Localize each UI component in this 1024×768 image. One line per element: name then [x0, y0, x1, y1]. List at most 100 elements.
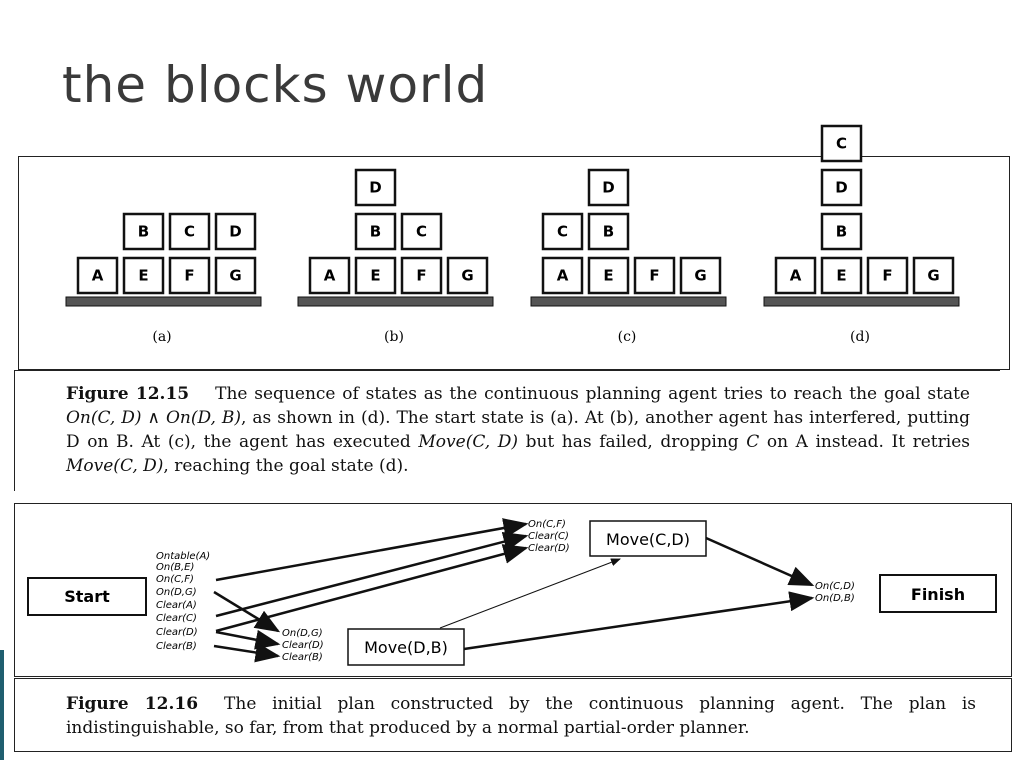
move-d-b-node — [347, 628, 465, 666]
block-label: D — [369, 179, 381, 197]
block-f — [168, 256, 211, 295]
start-effect: Ontable(A) — [156, 551, 210, 562]
block-label: B — [138, 223, 149, 241]
block-label: F — [649, 267, 659, 285]
block-b — [820, 212, 863, 251]
block-g — [214, 256, 257, 295]
table-surface — [65, 296, 262, 307]
block-d — [214, 212, 257, 251]
block-label: G — [694, 267, 706, 285]
move-d-b-precondition: Clear(B) — [282, 652, 323, 663]
block-d — [587, 168, 630, 207]
table-surface — [763, 296, 960, 307]
block-d — [820, 168, 863, 207]
block-label: D — [602, 179, 614, 197]
block-label: G — [461, 267, 473, 285]
move-d-b-precondition: Clear(D) — [282, 640, 324, 651]
ordering-constraint-arrow — [439, 558, 621, 629]
start-effect: Clear(C) — [156, 613, 197, 624]
block-e — [122, 256, 165, 295]
block-label: C — [184, 223, 195, 241]
move-c-d-precondition: Clear(D) — [528, 543, 570, 554]
block-label: C — [557, 223, 568, 241]
slide-title: the blocks world — [62, 56, 489, 114]
block-b — [122, 212, 165, 251]
block-label: E — [370, 267, 380, 285]
start-effect: Clear(B) — [156, 641, 197, 652]
finish-node-label: Finish — [911, 585, 965, 604]
block-label: F — [882, 267, 892, 285]
block-c — [168, 212, 211, 251]
block-label: G — [927, 267, 939, 285]
finish-node — [879, 574, 997, 613]
block-b — [354, 212, 397, 251]
block-label: C — [416, 223, 427, 241]
block-a — [308, 256, 351, 295]
block-label: B — [603, 223, 614, 241]
block-label: B — [836, 223, 847, 241]
block-g — [912, 256, 955, 295]
block-c — [400, 212, 443, 251]
panel-label: (c) — [618, 329, 637, 345]
start-effect: On(D,G) — [156, 587, 197, 598]
block-label: G — [229, 267, 241, 285]
block-e — [354, 256, 397, 295]
figure-number: Figure 12.16 — [66, 694, 199, 714]
figure-number: Figure 12.15 — [66, 384, 190, 404]
causal-link-arrow — [463, 591, 815, 651]
move-d-b-label: Move(D,B) — [364, 638, 448, 657]
start-node — [27, 577, 147, 616]
block-label: F — [184, 267, 194, 285]
move-c-d-precondition: Clear(C) — [528, 531, 569, 542]
block-e — [820, 256, 863, 295]
block-label: A — [324, 267, 336, 285]
block-label: D — [835, 179, 847, 197]
block-label: B — [370, 223, 381, 241]
panel-label: (b) — [384, 329, 404, 345]
block-label: E — [603, 267, 613, 285]
block-label: A — [557, 267, 569, 285]
causal-link-arrow — [215, 531, 529, 618]
block-d — [354, 168, 397, 207]
table-surface — [297, 296, 494, 307]
block-c — [541, 212, 584, 251]
finish-precondition: On(D,B) — [815, 593, 855, 604]
causal-link-arrow — [705, 536, 815, 587]
finish-precondition: On(C,D) — [815, 581, 855, 592]
block-label: E — [836, 267, 846, 285]
causal-link-arrow — [213, 590, 281, 633]
slide-accent-bar — [0, 650, 4, 760]
block-label: F — [416, 267, 426, 285]
move-c-d-label: Move(C,D) — [606, 530, 690, 549]
block-label: A — [92, 267, 104, 285]
start-node-label: Start — [64, 587, 110, 606]
block-a — [541, 256, 584, 295]
figure-12-15-caption-frame — [14, 370, 1000, 491]
table-surface — [530, 296, 727, 307]
block-label: E — [138, 267, 148, 285]
start-effect: Clear(D) — [156, 627, 198, 638]
causal-link-arrow — [215, 629, 281, 650]
move-c-d-precondition: On(C,F) — [528, 519, 566, 530]
block-g — [446, 256, 489, 295]
panel-label: (a) — [152, 329, 171, 345]
figure-12-16-caption-frame — [14, 678, 1012, 752]
block-f — [633, 256, 676, 295]
start-effect: Clear(A) — [156, 600, 197, 611]
block-b — [587, 212, 630, 251]
block-label: A — [790, 267, 802, 285]
causal-link-arrow — [213, 642, 281, 663]
block-c — [820, 124, 863, 163]
causal-link-arrow — [215, 544, 529, 633]
block-e — [587, 256, 630, 295]
panel-label: (d) — [850, 329, 870, 345]
block-label: D — [229, 223, 241, 241]
start-effect: On(B,E) — [156, 562, 194, 573]
move-d-b-precondition: On(D,G) — [282, 628, 323, 639]
block-label: C — [836, 135, 847, 153]
block-a — [76, 256, 119, 295]
block-a — [774, 256, 817, 295]
